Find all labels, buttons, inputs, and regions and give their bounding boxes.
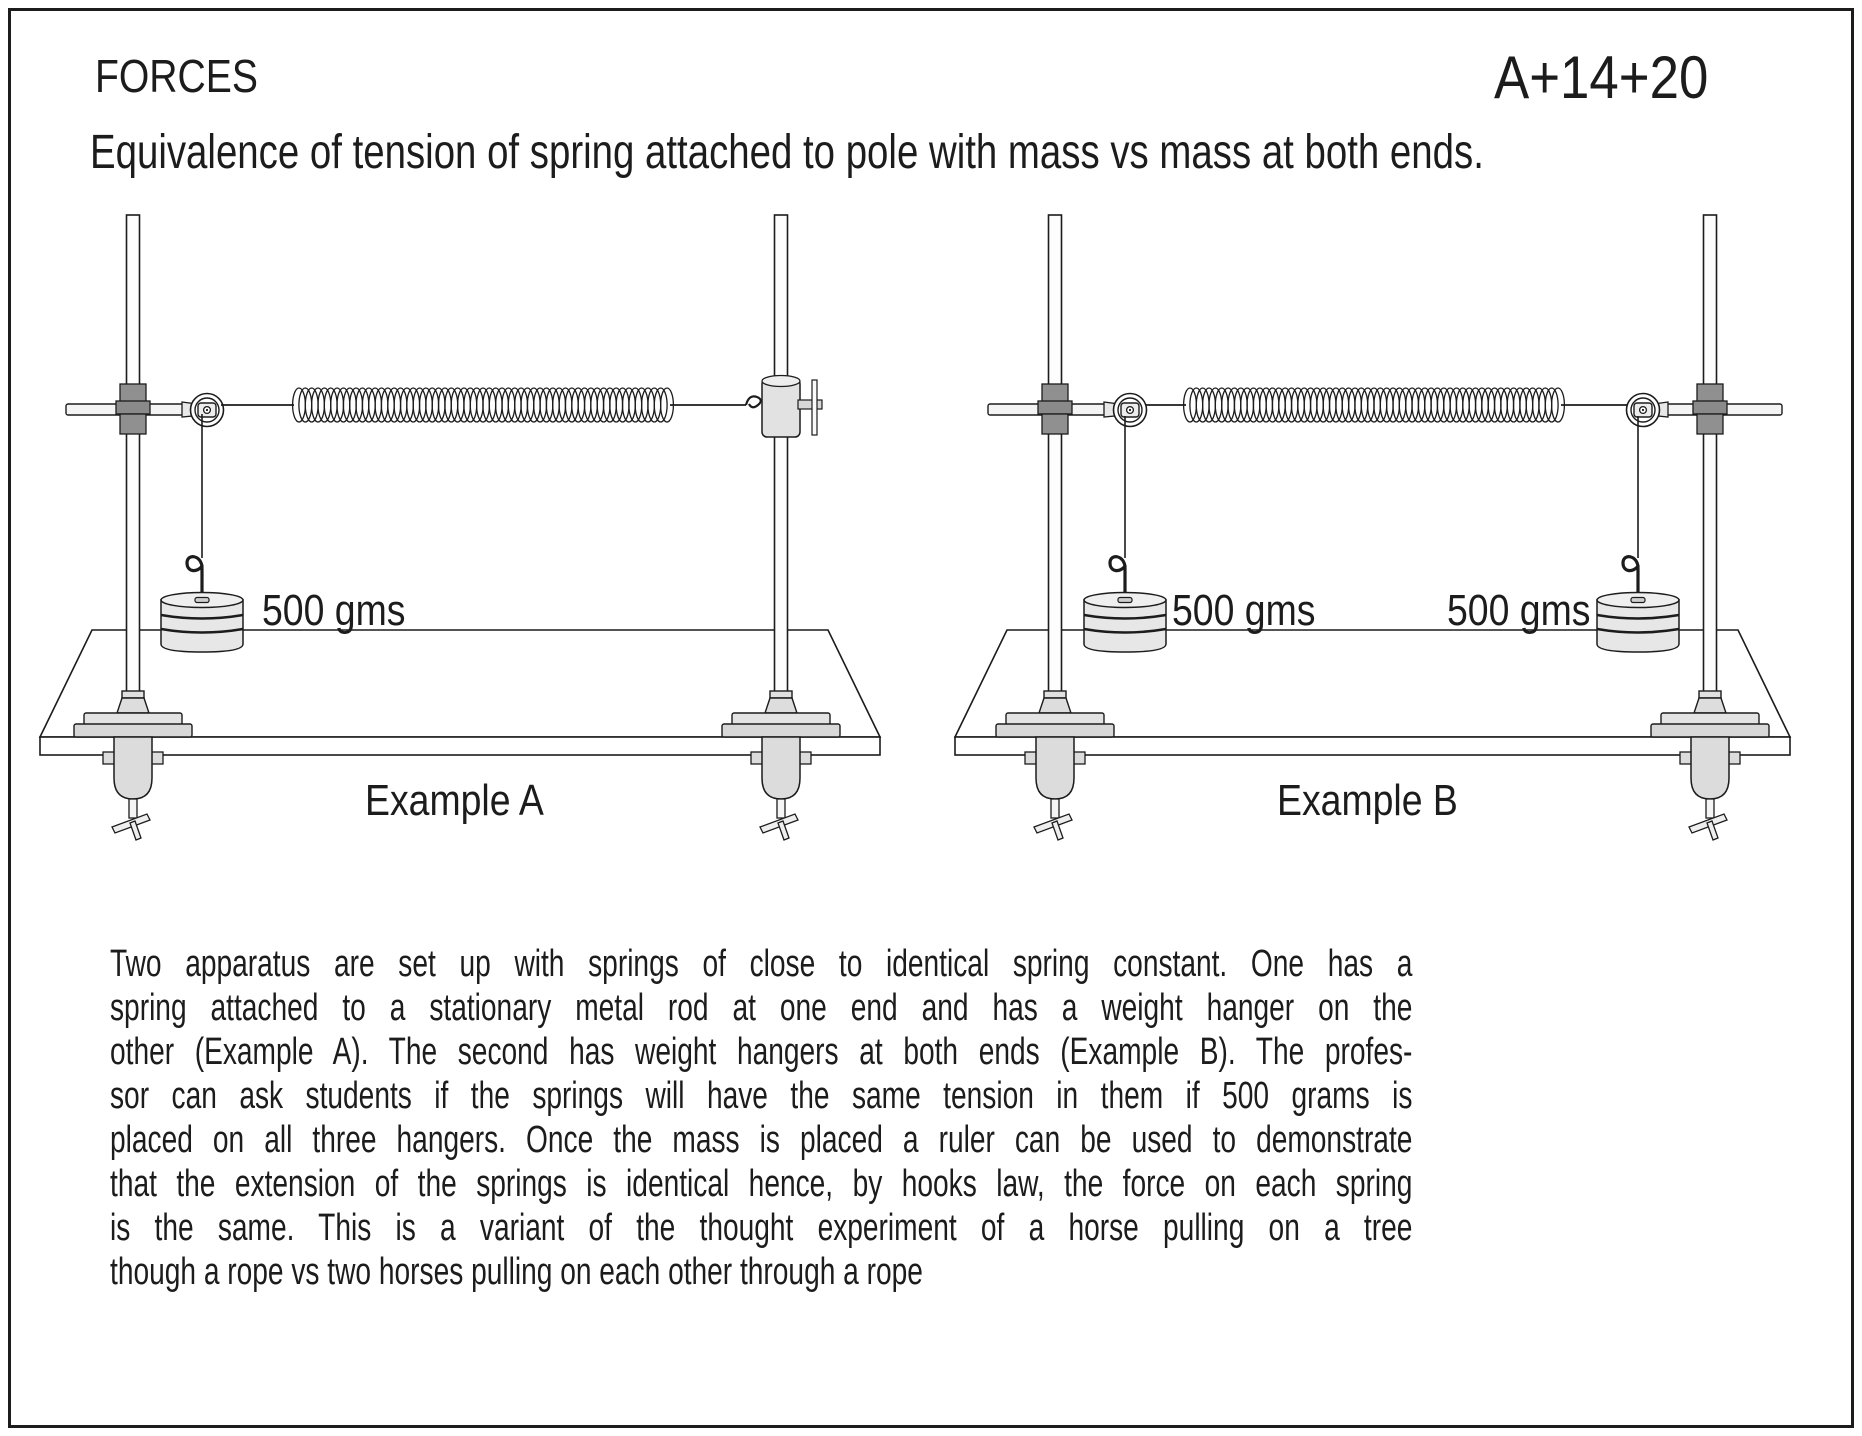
mass-label-b-right: 500 gms <box>1447 586 1591 635</box>
boss-clamp-b-right <box>1692 383 1728 435</box>
boss-clamp-a-left <box>115 383 151 435</box>
description-line: spring attached to a stationary metal ro… <box>110 987 1413 1029</box>
description-paragraph: Two apparatus are set up with springs of… <box>110 942 1412 1294</box>
pulley-b-right <box>1625 392 1661 428</box>
mass-label-b-left: 500 gms <box>1172 586 1316 635</box>
page-border <box>8 8 1854 1428</box>
catalog-code: A+14+20 <box>1494 44 1709 111</box>
page-title: FORCES <box>95 50 258 102</box>
description-line: is the same. This is a variant of the th… <box>110 1207 1413 1249</box>
pulley-a <box>189 392 225 428</box>
description-line: that the extension of the springs is ide… <box>110 1163 1413 1205</box>
description-line: placed on all three hangers. Once the ma… <box>110 1119 1413 1161</box>
table-b <box>953 629 1792 756</box>
page-subtitle: Equivalence of tension of spring attache… <box>90 126 1484 179</box>
description-line: Two apparatus are set up with springs of… <box>110 943 1413 985</box>
weight-a <box>159 591 245 654</box>
pulley-b-left <box>1112 392 1148 428</box>
hanger-strings <box>201 414 1639 558</box>
table-a <box>38 629 882 756</box>
spring-b <box>1182 387 1566 423</box>
caption-example-a: Example A <box>365 776 544 825</box>
spring-a <box>291 387 675 423</box>
description-line: other (Example A). The second has weight… <box>110 1031 1413 1073</box>
rod-clamp-a-right <box>744 374 823 438</box>
weight-b-left <box>1082 591 1168 654</box>
mass-label-a: 500 gms <box>262 586 406 635</box>
boss-clamp-b-left <box>1037 383 1073 435</box>
caption-example-b: Example B <box>1277 776 1458 825</box>
description-line: sor can ask students if the springs will… <box>110 1075 1413 1117</box>
weight-b-right <box>1595 591 1681 654</box>
description-line: though a rope vs two horses pulling on e… <box>110 1251 923 1293</box>
